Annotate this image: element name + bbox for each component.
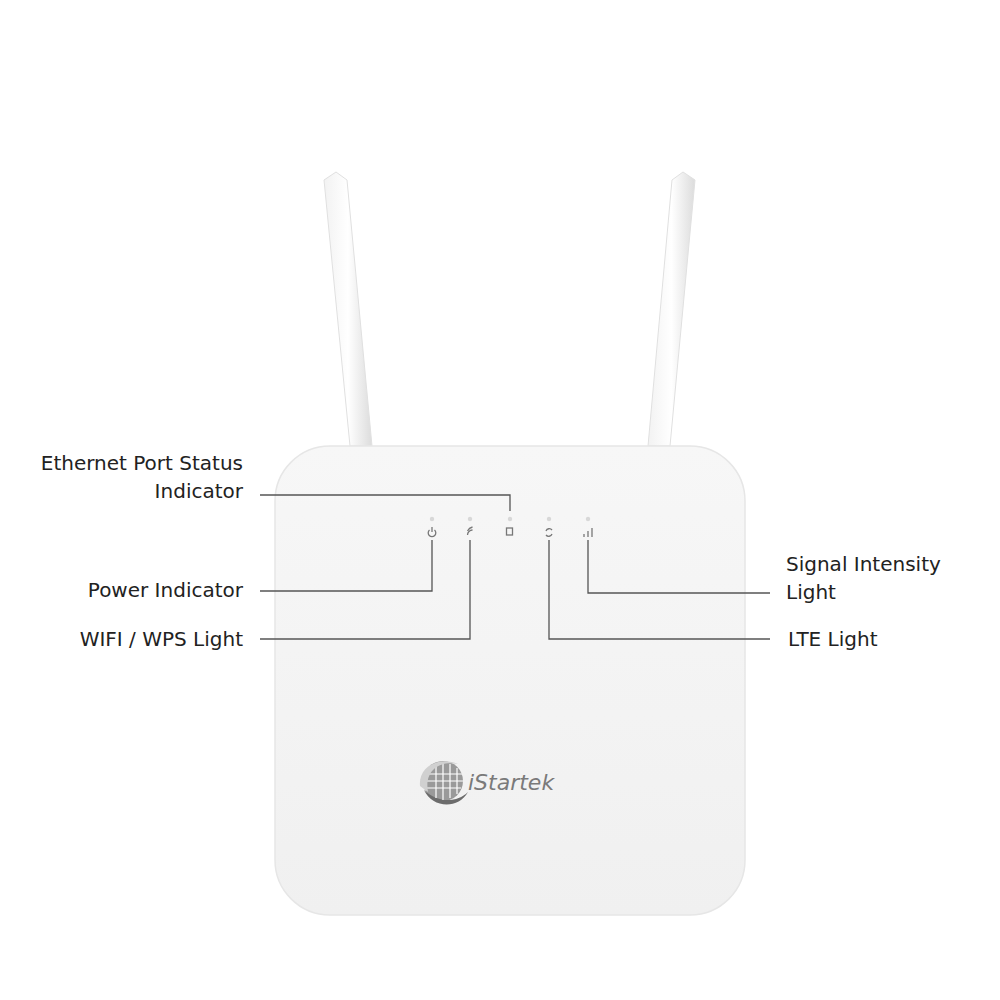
antenna	[648, 172, 695, 446]
callout-label: Signal Intensity Light	[786, 550, 966, 606]
led-dots	[430, 517, 590, 521]
leader-lines	[260, 495, 770, 639]
logo-mark	[420, 761, 468, 805]
antenna	[324, 172, 372, 446]
router-body	[275, 446, 745, 915]
callout-label: Ethernet Port Status Indicator	[38, 449, 243, 505]
brand-logo-text: iStartek	[468, 770, 554, 796]
callout-label: Power Indicator	[38, 576, 243, 604]
led-icons	[428, 527, 592, 537]
callout-label: WIFI / WPS Light	[38, 625, 243, 653]
callout-label: LTE Light	[788, 625, 978, 653]
